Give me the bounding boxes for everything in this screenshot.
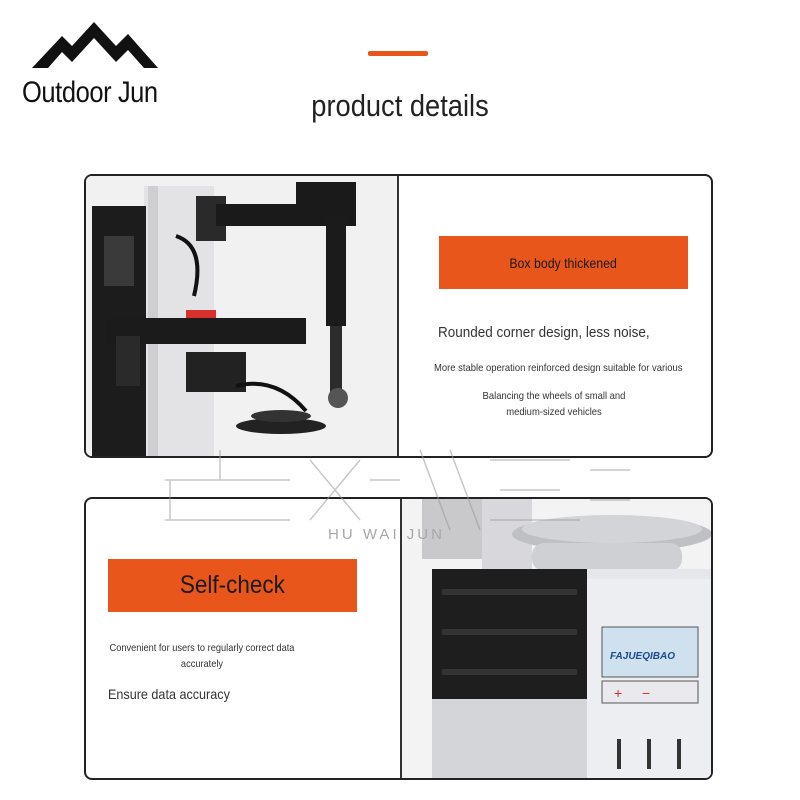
panel-divider (400, 499, 402, 778)
badge-label: Self-check (179, 571, 286, 599)
badge-box-body-thickened: Box body thickened (439, 236, 688, 289)
feature-panel-self-check: Self-check Convenient for users to regul… (84, 497, 713, 780)
svg-text:−: − (642, 685, 650, 701)
badge-self-check: Self-check (108, 559, 357, 612)
machine-brand-label: FAJUEQIBAO (610, 651, 675, 662)
badge-label: Box body thickened (509, 254, 618, 271)
feature-description-line-3: medium-sized vehicles (506, 406, 602, 418)
title-accent-bar (368, 51, 428, 56)
brand-logo: Outdoor Jun (18, 18, 188, 118)
feature-panel-box-body: Box body thickened Rounded corner design… (84, 174, 713, 458)
brand-name: Outdoor Jun (22, 76, 158, 109)
feature-headline: Rounded corner design, less noise, (438, 324, 650, 341)
mountain-icon (32, 22, 158, 68)
feature-description-line-2: Balancing the wheels of small and (482, 390, 626, 402)
panel-divider (397, 176, 399, 456)
product-image-machine: FAJUEQIBAO + − (402, 499, 711, 778)
feature-highlight: Ensure data accuracy (108, 686, 230, 702)
feature-description-line-2: accurately (180, 658, 224, 670)
svg-text:+: + (614, 685, 622, 701)
feature-description-line-1: More stable operation reinforced design … (434, 362, 683, 374)
page-title: product details (311, 88, 489, 123)
product-image-arm (86, 176, 397, 456)
feature-description-line-1: Convenient for users to regularly correc… (109, 642, 295, 654)
